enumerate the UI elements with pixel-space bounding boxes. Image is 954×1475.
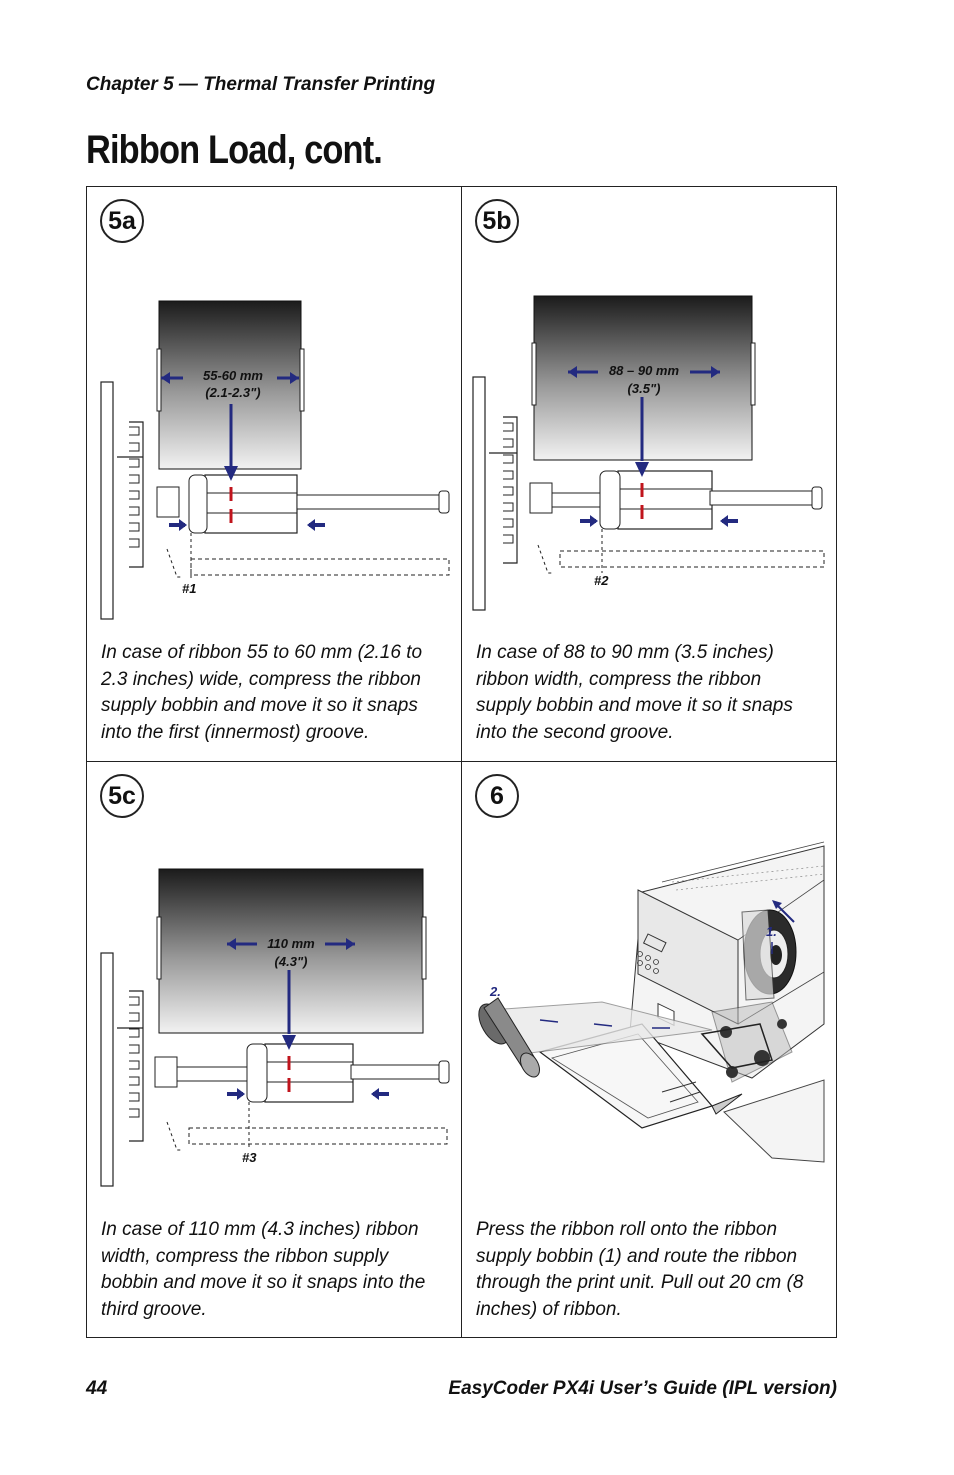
width-label-inch: (3.5") xyxy=(628,381,661,396)
guide-title: EasyCoder PX4i User’s Guide (IPL version… xyxy=(448,1378,837,1399)
chapter-header: Chapter 5 — Thermal Transfer Printing xyxy=(86,74,436,95)
printer-routing-diagram: 1. 2. xyxy=(478,841,825,1163)
step-badge: 5c xyxy=(100,774,144,818)
width-label-mm: 88 – 90 mm xyxy=(609,363,680,378)
step-5a-panel: 5a xyxy=(87,187,462,762)
step-badge: 6 xyxy=(475,774,519,818)
step-5b-panel: 5b xyxy=(462,187,836,762)
step-caption: In case of 88 to 90 mm (3.5 inches) ribb… xyxy=(476,642,793,743)
groove-label: #2 xyxy=(594,573,609,588)
step-caption: Press the ribbon roll onto the ribbon su… xyxy=(476,1219,804,1320)
groove-label: #3 xyxy=(242,1150,257,1165)
width-label-inch: (4.3") xyxy=(275,954,308,969)
step-6-panel: 6 xyxy=(462,762,836,1337)
callout-2-label: 2. xyxy=(489,984,501,999)
callout-1-label: 1. xyxy=(766,924,777,939)
step-badge: 5a xyxy=(100,199,144,243)
groove-label: #1 xyxy=(182,581,196,596)
width-label-inch: (2.1-2.3") xyxy=(205,385,260,400)
bobbin-diagram-5c: 110 mm (4.3") #3 xyxy=(100,868,450,1187)
width-label-mm: 55-60 mm xyxy=(203,368,263,383)
step-badge: 5b xyxy=(475,199,519,243)
page-number: 44 xyxy=(86,1378,108,1399)
width-label-mm: 110 mm xyxy=(267,936,315,951)
bobbin-diagram-5b: 88 – 90 mm (3.5") #2 xyxy=(472,295,825,611)
page-title: Ribbon Load, cont. xyxy=(86,128,383,172)
instruction-grid: 5a xyxy=(86,186,837,1338)
bobbin-diagram-5a: 55-60 mm (2.1-2.3") #1 xyxy=(100,300,450,620)
step-caption: In case of ribbon 55 to 60 mm (2.16 to 2… xyxy=(101,642,423,743)
step-caption: In case of 110 mm (4.3 inches) ribbon wi… xyxy=(101,1219,426,1320)
step-5c-panel: 5c xyxy=(87,762,462,1337)
